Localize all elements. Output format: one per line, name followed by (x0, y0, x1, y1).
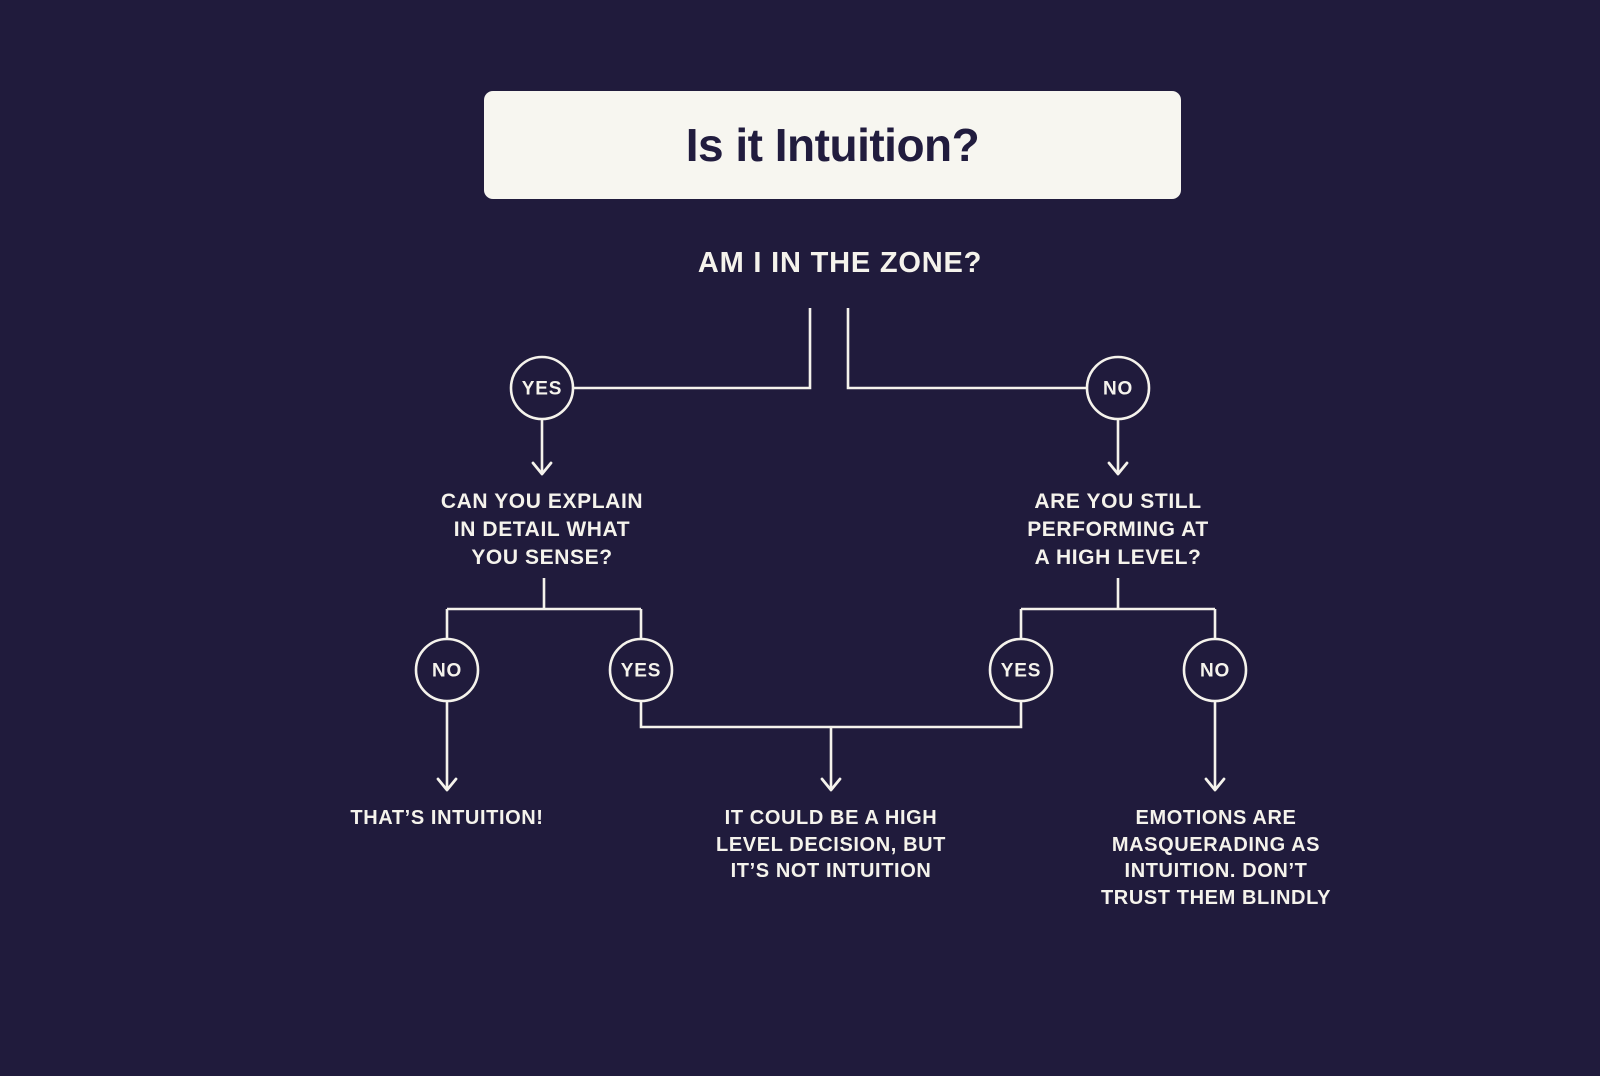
arrowhead-right-question (1107, 461, 1129, 476)
edge-root-to-yes (573, 308, 812, 390)
edge-right-question-split (1019, 578, 1217, 639)
circle-yes-high-level[interactable] (988, 637, 1054, 703)
arrowhead-outcome-right (1204, 777, 1226, 792)
arrowhead-outcome-left (436, 777, 458, 792)
edge-left-question-split (445, 578, 643, 639)
arrowhead-left-question (531, 461, 553, 476)
title-card: Is it Intuition? (484, 91, 1181, 199)
circle-no-in-zone-label: NO (1103, 379, 1133, 400)
circle-no-cannot-explain-label: NO (432, 661, 462, 682)
question-can-you-explain: CAN YOU EXPLAIN IN DETAIL WHAT YOU SENSE… (440, 490, 644, 569)
circle-yes-in-zone[interactable] (509, 355, 575, 421)
circle-no-high-level[interactable] (1182, 637, 1248, 703)
page-title: Is it Intuition? (685, 119, 980, 171)
circle-no-high-level-label: NO (1200, 661, 1230, 682)
edge-root-to-no (846, 308, 1087, 390)
circle-yes-can-explain[interactable] (608, 637, 674, 703)
outcome-emotions-masquerading: EMOTIONS ARE MASQUERADING AS INTUITION. … (1100, 807, 1332, 909)
circle-yes-high-level-label: YES (1001, 661, 1041, 682)
question-are-you-still-performing: ARE YOU STILL PERFORMING AT A HIGH LEVEL… (1027, 490, 1209, 569)
circle-yes-can-explain-label: YES (621, 661, 661, 682)
arrowhead-outcome-middle (820, 777, 842, 792)
outcome-thats-intuition: THAT’S INTUITION! (350, 807, 544, 829)
circle-no-in-zone[interactable] (1085, 355, 1151, 421)
edge-merge-to-outcome-middle (639, 701, 1023, 789)
outcome-high-level-decision: IT COULD BE A HIGH LEVEL DECISION, BUT I… (716, 807, 946, 883)
circle-no-cannot-explain[interactable] (414, 637, 480, 703)
circle-yes-in-zone-label: YES (522, 379, 562, 400)
root-question: AM I IN THE ZONE? (697, 247, 983, 279)
